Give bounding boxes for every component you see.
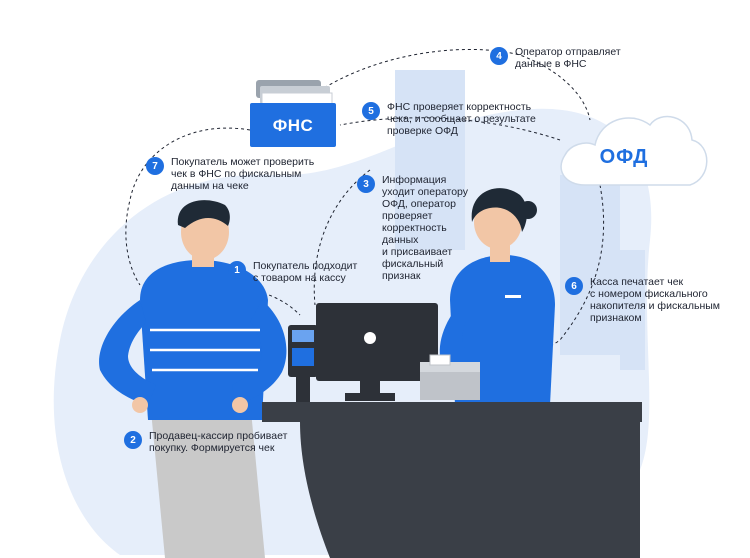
fns-label: ФНС [272, 116, 314, 135]
step-2: 2 Продавец-кассир пробивает покупку. Фор… [124, 430, 287, 454]
step-5: 5 ФНС проверяет корректность чека, и соо… [362, 101, 536, 137]
step-text: Информация уходит оператору ОФД, операто… [382, 174, 469, 282]
background-buildings [395, 70, 645, 370]
ofd-cloud-icon [560, 115, 708, 186]
step-number: 7 [146, 157, 164, 175]
step-text: Оператор отправляет данные в ФНС [515, 46, 621, 70]
step-number: 2 [124, 431, 142, 449]
step-4: 4 Оператор отправляет данные в ФНС [490, 46, 621, 70]
flow-arrows [125, 48, 605, 393]
step-number: 1 [228, 261, 246, 279]
step-6: 6 Касса печатает чек с номером фискально… [565, 276, 720, 324]
fns-folder-icon [250, 80, 336, 147]
payment-terminal-icon [288, 325, 318, 402]
step-number: 5 [362, 102, 380, 120]
step-7: 7 Покупатель может проверить чек в ФНС п… [146, 156, 314, 192]
step-number: 4 [490, 47, 508, 65]
customer-figure [99, 200, 287, 558]
step-text: Покупатель подходит с товаром на кассу [253, 260, 358, 284]
step-text: ФНС проверяет корректность чека, и сообщ… [387, 101, 536, 137]
step-number: 3 [357, 175, 375, 193]
step-text: Касса печатает чек с номером фискального… [590, 276, 721, 324]
step-text: Покупатель может проверить чек в ФНС по … [171, 156, 315, 192]
counter [262, 402, 642, 558]
cash-register-monitor-icon [316, 303, 438, 401]
step-1: 1 Покупатель подходит с товаром на кассу [228, 260, 357, 284]
ofd-label: ОФД [599, 145, 649, 168]
step-text: Продавец-кассир пробивает покупку. Форми… [149, 430, 288, 454]
step-3: 3 Информация уходит оператору ОФД, опера… [357, 174, 468, 282]
step-number: 6 [565, 277, 583, 295]
receipt-printer-icon [420, 354, 480, 400]
